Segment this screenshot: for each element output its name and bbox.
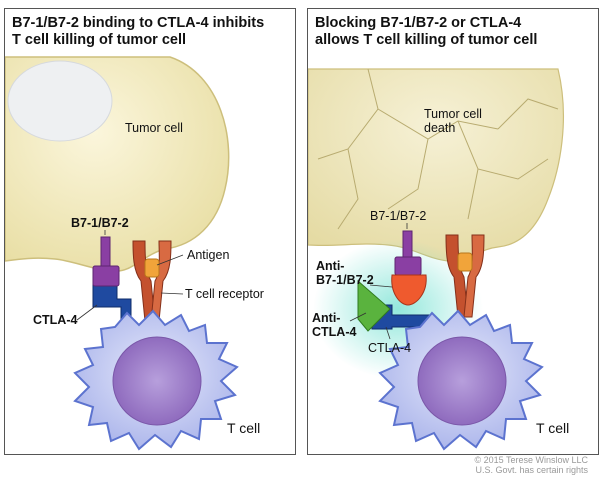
ctla4-pointer <box>76 304 98 321</box>
anti-ctla4-label: Anti- CTLA-4 <box>312 311 357 339</box>
left-panel: B7-1/B7-2 binding to CTLA-4 inhibits T c… <box>4 8 296 455</box>
tcell-label: T cell <box>227 420 261 436</box>
t-cell-nucleus <box>112 336 202 426</box>
ctla4-label: CTLA-4 <box>368 341 412 355</box>
antigen <box>457 252 473 272</box>
tcell-label: T cell <box>536 420 570 436</box>
tcr-pointer <box>160 292 184 295</box>
tumor-death-label: Tumor cell death <box>424 107 482 135</box>
anti-b7-pointer <box>369 284 393 288</box>
b7-label: B7-1/B7-2 <box>71 216 129 230</box>
right-diagram <box>308 68 565 451</box>
b7-stem <box>100 236 111 270</box>
copyright-notice: © 2015 Terese Winslow LLC U.S. Govt. has… <box>474 455 588 475</box>
tcr-label: T cell receptor <box>185 287 264 301</box>
anti-b7-label: Anti- B7-1/B7-2 <box>316 259 374 287</box>
ctla4-pointer <box>385 326 391 340</box>
antigen-pointer <box>156 254 184 266</box>
b7-head <box>394 256 422 276</box>
tumor-cell-label: Tumor cell <box>125 121 183 135</box>
b7-head <box>92 265 120 287</box>
b7-label: B7-1/B7-2 <box>370 209 427 223</box>
left-panel-title: B7-1/B7-2 binding to CTLA-4 inhibits T c… <box>12 15 265 48</box>
ctla4-label: CTLA-4 <box>33 313 78 327</box>
right-panel-title: Blocking B7-1/B7-2 or CTLA-4 allows T ce… <box>315 15 538 48</box>
antigen <box>144 258 160 278</box>
tumor-nucleus <box>7 60 113 142</box>
antigen-label: Antigen <box>187 248 230 262</box>
anti-ctla4-pointer <box>349 312 367 322</box>
t-cell-nucleus <box>417 336 507 426</box>
right-panel: Blocking B7-1/B7-2 or CTLA-4 allows T ce… <box>307 8 599 455</box>
tumor-cell-dying <box>308 68 565 262</box>
anti-b7-antibody <box>391 274 427 306</box>
anti-ctla4-antibody <box>357 279 391 332</box>
left-diagram <box>5 56 239 451</box>
tumor-fragment-cracks <box>317 68 559 230</box>
